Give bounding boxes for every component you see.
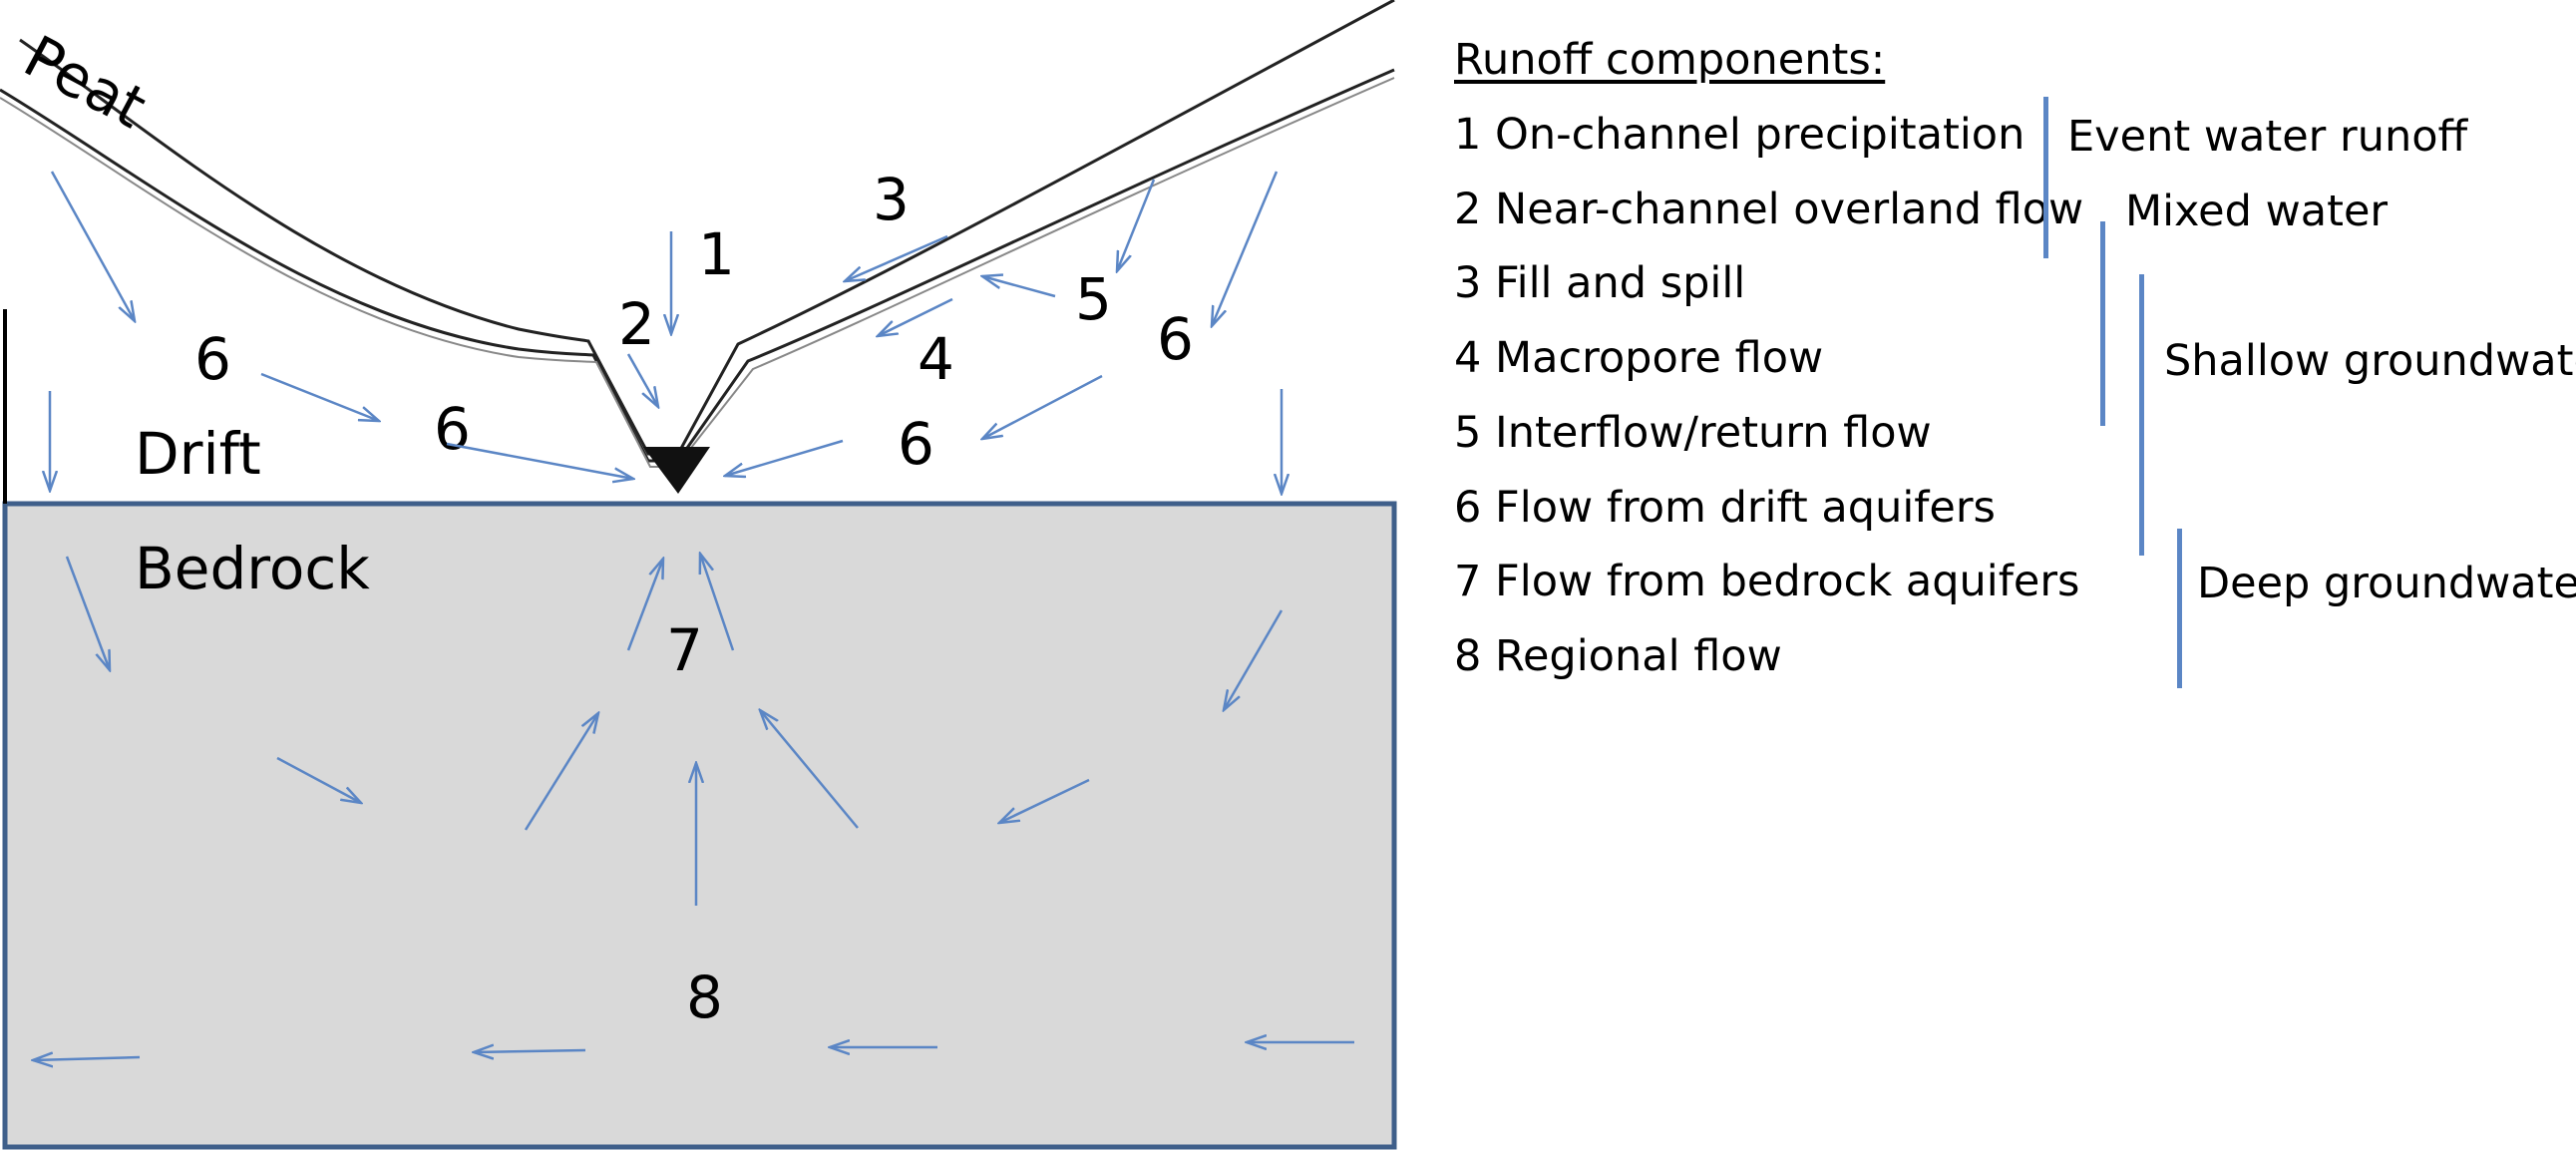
legend-title: Runoff components: [1454, 35, 1886, 85]
legend-item-1: 1 On-channel precipitation [1454, 110, 2025, 160]
flow-arrow-6-left-top [50, 171, 135, 321]
deep-groundwater-label: Deep groundwater [2197, 559, 2576, 608]
flow-arrow-3 [845, 234, 948, 281]
flow-arrow-bedrock-right-down [1224, 609, 1284, 710]
flow-arrow-8-center-right [760, 710, 859, 829]
deep-groundwater-bar [2177, 529, 2182, 688]
flow-arrow-4 [878, 297, 953, 336]
flow-arrow-6-right-top [1212, 171, 1279, 326]
peat-surface-line [19, 0, 1395, 456]
number-2: 2 [618, 290, 655, 358]
drift-label: Drift [135, 420, 261, 488]
flow-arrow-7-right [700, 554, 735, 651]
event-water-bar [2043, 97, 2048, 258]
legend-item-2: 2 Near-channel overland flow [1454, 185, 2084, 234]
peat-base-line [0, 68, 1395, 463]
flow-arrow-5b [1117, 179, 1156, 271]
shallow-groundwater-bar [2139, 274, 2144, 556]
flow-arrow-6-left-low [446, 442, 633, 479]
flow-arrow-8-center-left [524, 713, 598, 831]
mixed-water-bar [2100, 221, 2105, 426]
number-8: 8 [686, 963, 723, 1031]
number-5: 5 [1075, 265, 1112, 333]
legend-item-3: 3 Fill and spill [1454, 258, 1746, 308]
flow-arrow-6-left-mid [260, 372, 379, 421]
flow-arrow-bedrock-left-down [65, 556, 110, 670]
shallow-groundwater-label: Shallow groundwater [2164, 336, 2576, 386]
legend-item-8: 8 Regional flow [1454, 631, 1782, 681]
flow-arrow-regional-2 [474, 1050, 586, 1052]
bedrock-label: Bedrock [135, 535, 370, 602]
legend-item-7: 7 Flow from bedrock aquifers [1454, 557, 2080, 606]
flow-arrow-regional-1 [33, 1057, 141, 1060]
event-water-label: Event water runoff [2067, 112, 2468, 162]
flow-arrow-6-right-low [725, 439, 844, 476]
number-4: 4 [918, 325, 954, 393]
number-1: 1 [698, 220, 735, 288]
flow-arrow-8-right-diag [999, 778, 1090, 823]
number-3: 3 [873, 166, 910, 233]
flow-arrow-7-left [626, 559, 663, 651]
legend-item-4: 4 Macropore flow [1454, 333, 1824, 383]
flow-arrow-2 [626, 353, 658, 407]
flow-arrow-6-right-mid [982, 374, 1103, 439]
stream-channel [643, 447, 710, 494]
bedrock-layer [2, 501, 1397, 1150]
number-6-left-upper: 6 [194, 325, 231, 393]
legend-panel: Runoff components: 1 On-channel precipit… [1454, 0, 2576, 1151]
flow-arrow-5 [982, 276, 1056, 298]
number-6-right-upper: 6 [1157, 305, 1194, 373]
peat-base-line-inner [0, 77, 1395, 468]
runoff-diagram: Peat Drift Bedrock 1 2 3 4 5 6 6 6 6 7 8 [0, 0, 1397, 1150]
legend-item-6: 6 Flow from drift aquifers [1454, 483, 1996, 533]
mixed-water-label: Mixed water [2125, 187, 2389, 236]
number-6-left-lower: 6 [434, 395, 471, 463]
flow-arrow-8-left-diag [276, 756, 361, 803]
number-6-right-lower: 6 [898, 410, 934, 478]
legend-item-5: 5 Interflow/return flow [1454, 408, 1932, 458]
number-7: 7 [666, 616, 703, 684]
